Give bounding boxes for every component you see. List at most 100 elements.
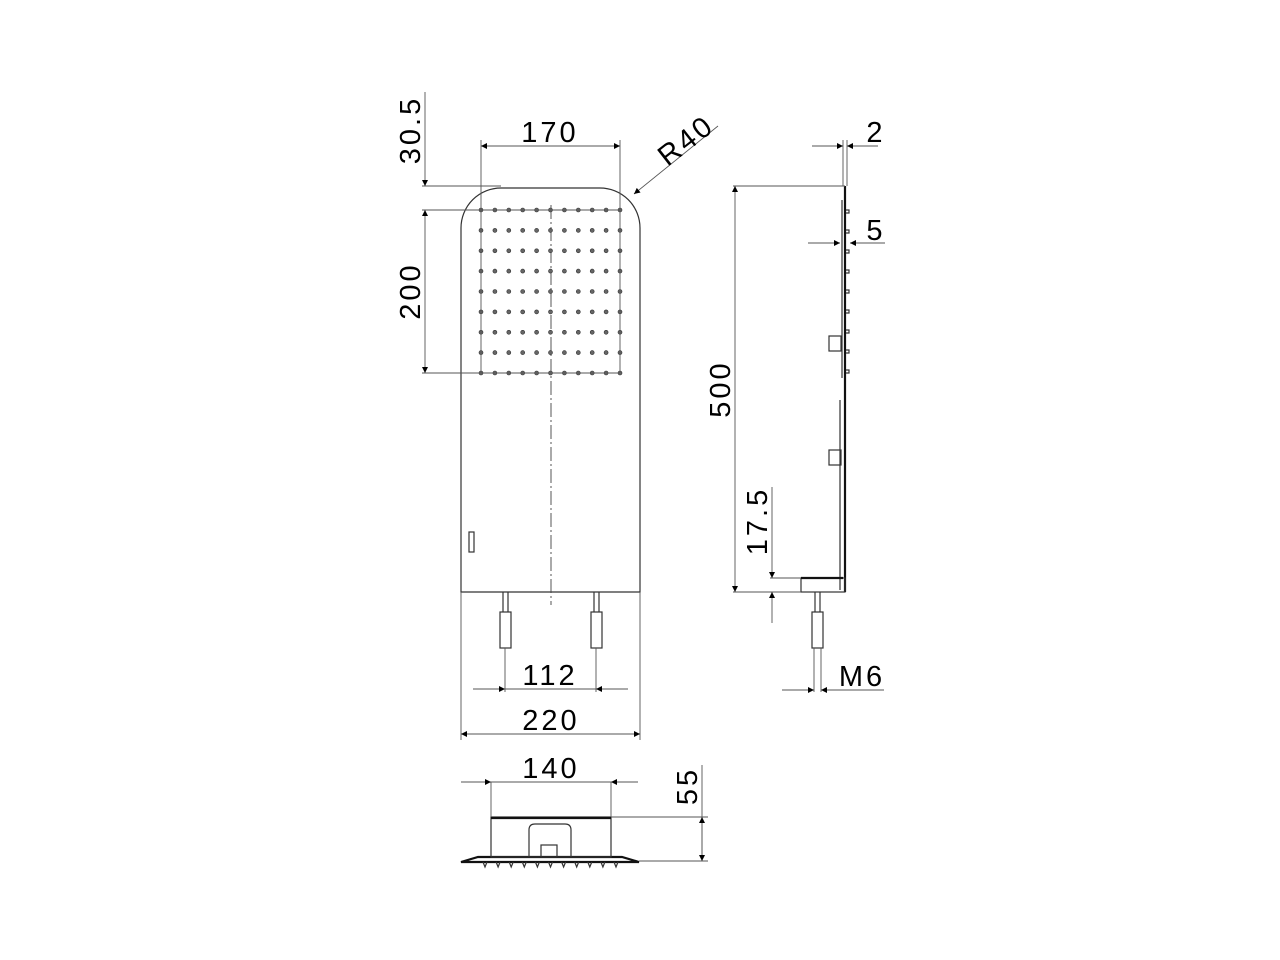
nozzle bbox=[534, 329, 539, 335]
dim-bracket-offset: 17.5 bbox=[742, 487, 774, 555]
nozzle bbox=[548, 268, 553, 274]
nozzle-tip bbox=[547, 861, 554, 869]
dim-fixing-spacing: 112 bbox=[522, 660, 577, 692]
nozzle bbox=[562, 350, 567, 355]
nozzle bbox=[506, 289, 512, 294]
nozzle bbox=[492, 309, 498, 315]
nozzle bbox=[492, 268, 498, 274]
nozzle bbox=[575, 289, 581, 294]
dim-depth: 55 bbox=[672, 767, 704, 805]
dim-corner-radius: R40 bbox=[652, 109, 721, 173]
nozzle bbox=[534, 228, 539, 233]
nozzle bbox=[548, 248, 553, 254]
nozzle bbox=[548, 309, 553, 315]
nozzle bbox=[603, 309, 609, 315]
nozzle bbox=[548, 289, 553, 294]
nozzle bbox=[520, 248, 526, 254]
nozzle bbox=[575, 268, 581, 274]
nozzle bbox=[520, 329, 526, 335]
nozzle bbox=[562, 289, 567, 294]
nozzle bbox=[506, 248, 512, 254]
nozzle-tip bbox=[600, 861, 606, 869]
nozzle bbox=[603, 228, 609, 233]
dim-spray-width: 170 bbox=[521, 117, 578, 149]
bottom-ledge bbox=[800, 577, 846, 593]
nozzle-tip bbox=[482, 861, 488, 869]
side-view: 2 5 500 17.5 M6 bbox=[705, 117, 885, 693]
nozzle bbox=[548, 350, 553, 355]
nozzle bbox=[534, 309, 539, 315]
nozzle-tip bbox=[508, 861, 514, 869]
nozzle bbox=[520, 350, 526, 355]
nozzle bbox=[520, 289, 526, 294]
nozzle bbox=[534, 289, 539, 294]
dim-top-offset: 30.5 bbox=[395, 96, 427, 164]
fixing-stud-right bbox=[590, 592, 603, 660]
nozzle bbox=[562, 228, 567, 233]
nozzle bbox=[506, 309, 512, 315]
dim-box-width: 140 bbox=[522, 753, 579, 785]
bottom-plate bbox=[460, 855, 640, 864]
side-bracket-upper bbox=[828, 335, 842, 352]
fixing-stud-left bbox=[499, 592, 512, 660]
nozzle bbox=[575, 329, 581, 335]
nozzle bbox=[603, 268, 609, 274]
nozzle bbox=[492, 289, 498, 294]
dim-overall-height: 500 bbox=[705, 360, 737, 417]
nozzle bbox=[506, 329, 512, 335]
nozzle bbox=[534, 248, 539, 254]
nozzle bbox=[589, 248, 595, 254]
nozzle-grid bbox=[478, 207, 623, 376]
bottom-nozzle-tips bbox=[482, 861, 619, 869]
nozzle bbox=[575, 248, 581, 254]
nozzle bbox=[562, 309, 567, 315]
nozzle-tip bbox=[534, 861, 540, 869]
nozzle bbox=[603, 289, 609, 294]
nozzle bbox=[575, 350, 581, 355]
dim-plate-thickness: 2 bbox=[866, 117, 885, 149]
side-bracket-lower bbox=[828, 449, 842, 466]
nozzle bbox=[520, 309, 526, 315]
nozzle bbox=[548, 329, 553, 335]
nozzle bbox=[603, 248, 609, 254]
bottom-box bbox=[490, 816, 612, 858]
nozzle bbox=[589, 309, 595, 315]
nozzle bbox=[492, 329, 498, 335]
nozzle bbox=[520, 228, 526, 233]
nozzle bbox=[534, 268, 539, 274]
bottom-inlet bbox=[528, 823, 572, 857]
front-view: 170 R40 30.5 200 112 220 bbox=[395, 92, 721, 740]
nozzle bbox=[506, 268, 512, 274]
dim-thread: M6 bbox=[839, 661, 885, 693]
panel-tag bbox=[468, 531, 475, 553]
nozzle bbox=[575, 228, 581, 233]
nozzle-tip bbox=[613, 861, 619, 869]
nozzle bbox=[506, 350, 512, 355]
panel-outline bbox=[460, 187, 641, 593]
nozzle-tip bbox=[561, 861, 567, 869]
nozzle bbox=[548, 228, 553, 233]
nozzle bbox=[589, 228, 595, 233]
nozzle bbox=[603, 329, 609, 335]
nozzle bbox=[589, 329, 595, 335]
dim-overall-width: 220 bbox=[522, 705, 579, 737]
dim-nozzle-depth: 5 bbox=[866, 215, 885, 247]
side-nozzles bbox=[846, 209, 850, 374]
nozzle bbox=[534, 350, 539, 355]
nozzle bbox=[589, 289, 595, 294]
nozzle bbox=[575, 309, 581, 315]
nozzle bbox=[562, 268, 567, 274]
nozzle bbox=[603, 350, 609, 355]
nozzle bbox=[492, 350, 498, 355]
dim-spray-height: 200 bbox=[395, 262, 427, 319]
nozzle bbox=[589, 350, 595, 355]
nozzle bbox=[562, 329, 567, 335]
nozzle bbox=[492, 248, 498, 254]
nozzle-tip bbox=[574, 861, 580, 869]
side-stud bbox=[811, 611, 824, 649]
nozzle-tip bbox=[495, 861, 501, 869]
bottom-view: 140 55 bbox=[460, 753, 708, 869]
nozzle-tip bbox=[521, 861, 527, 869]
nozzle bbox=[506, 228, 512, 233]
